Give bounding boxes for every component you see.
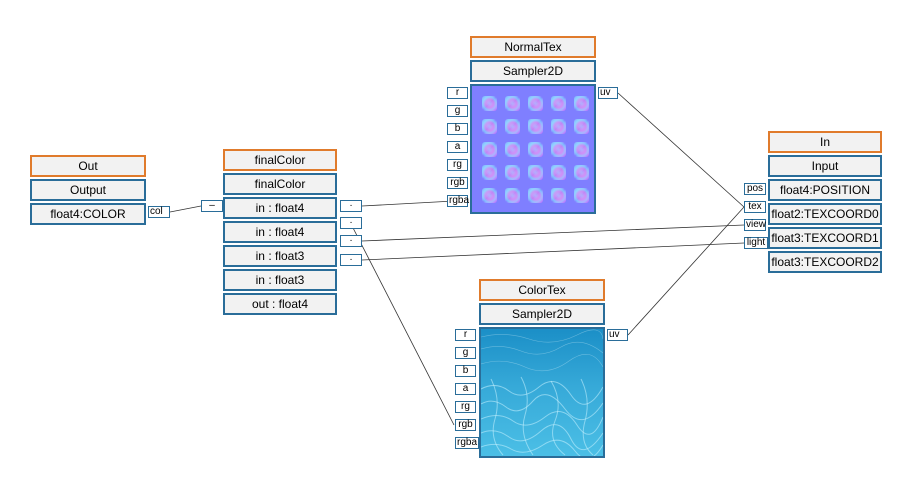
color-tex-port-g[interactable]: g [455, 347, 476, 359]
out-node-output-row: Output [30, 179, 146, 201]
normal-tex-port-rgba[interactable]: rgba [447, 195, 470, 207]
normal-tex-uv-port[interactable]: uv [598, 87, 618, 99]
out-col-port[interactable]: col [148, 206, 170, 218]
normal-map-image [472, 86, 594, 212]
in-node-texcoord0-row: float2:TEXCOORD0 [768, 203, 882, 225]
color-tex-node[interactable]: ColorTex Sampler2D [479, 279, 605, 458]
wire-final-in1-to-normal-rgba [361, 200, 455, 207]
wire-final-in2-to-in-view [361, 224, 745, 242]
final-color-node[interactable]: finalColor finalColor in : float4 in : f… [223, 149, 337, 316]
final-color-in-port-1[interactable]: · [340, 200, 362, 212]
final-color-in-row-1: in : float4 [223, 197, 337, 219]
normal-tex-sampler-row: Sampler2D [470, 60, 596, 82]
in-view-port[interactable]: view [744, 219, 767, 231]
normal-tex-node[interactable]: NormalTex Sampler2D [470, 36, 596, 214]
final-color-name-row: finalColor [223, 173, 337, 195]
in-node-texcoord2-row: float3:TEXCOORD2 [768, 251, 882, 273]
in-node[interactable]: In Input float4:POSITION float2:TEXCOORD… [768, 131, 882, 275]
in-light-port[interactable]: light [744, 237, 768, 249]
final-color-in-port-3[interactable]: · [340, 235, 362, 247]
normal-map-preview [470, 84, 596, 214]
out-node-title[interactable]: Out [30, 155, 146, 177]
color-tex-port-a[interactable]: a [455, 383, 476, 395]
normal-tex-port-r[interactable]: r [447, 87, 468, 99]
wire-final-in3-to-in-light [361, 242, 745, 261]
water-texture-preview [479, 327, 605, 458]
final-color-in-port-4[interactable]: · [340, 254, 362, 266]
color-tex-sampler-row: Sampler2D [479, 303, 605, 325]
normal-tex-port-a[interactable]: a [447, 141, 468, 153]
out-node-color-row: float4:COLOR [30, 203, 146, 225]
final-color-in-row-2: in : float4 [223, 221, 337, 243]
color-tex-port-b[interactable]: b [455, 365, 476, 377]
wire-final-to-color-rgb [349, 221, 455, 426]
normal-tex-port-b[interactable]: b [447, 123, 468, 135]
color-tex-port-r[interactable]: r [455, 329, 476, 341]
normal-tex-node-title[interactable]: NormalTex [470, 36, 596, 58]
normal-tex-port-rg[interactable]: rg [447, 159, 468, 171]
final-color-in-port-2[interactable]: · [340, 217, 362, 229]
in-node-position-row: float4:POSITION [768, 179, 882, 201]
in-node-texcoord1-row: float3:TEXCOORD1 [768, 227, 882, 249]
color-tex-node-title[interactable]: ColorTex [479, 279, 605, 301]
in-node-title[interactable]: In [768, 131, 882, 153]
final-color-out-row: out : float4 [223, 293, 337, 315]
final-color-node-title[interactable]: finalColor [223, 149, 337, 171]
wire-col-to-final-color [169, 205, 202, 213]
final-color-in-row-4: in : float3 [223, 269, 337, 291]
out-node[interactable]: Out Output float4:COLOR [30, 155, 146, 227]
color-tex-port-rg[interactable]: rg [455, 401, 476, 413]
wire-color-uv-to-in-tex [627, 206, 745, 336]
final-color-in-row-3: in : float3 [223, 245, 337, 267]
in-node-input-row: Input [768, 155, 882, 177]
final-color-output-port[interactable]: – [201, 200, 223, 212]
normal-tex-port-rgb[interactable]: rgb [447, 177, 468, 189]
in-pos-port[interactable]: pos [744, 183, 766, 195]
normal-tex-port-g[interactable]: g [447, 105, 468, 117]
wire-normal-uv-to-in-tex [617, 92, 745, 208]
in-tex-port[interactable]: tex [744, 201, 766, 213]
color-tex-port-rgba[interactable]: rgba [455, 437, 479, 449]
color-tex-uv-port[interactable]: uv [607, 329, 628, 341]
color-tex-port-rgb[interactable]: rgb [455, 419, 476, 431]
water-texture-image [481, 329, 603, 456]
